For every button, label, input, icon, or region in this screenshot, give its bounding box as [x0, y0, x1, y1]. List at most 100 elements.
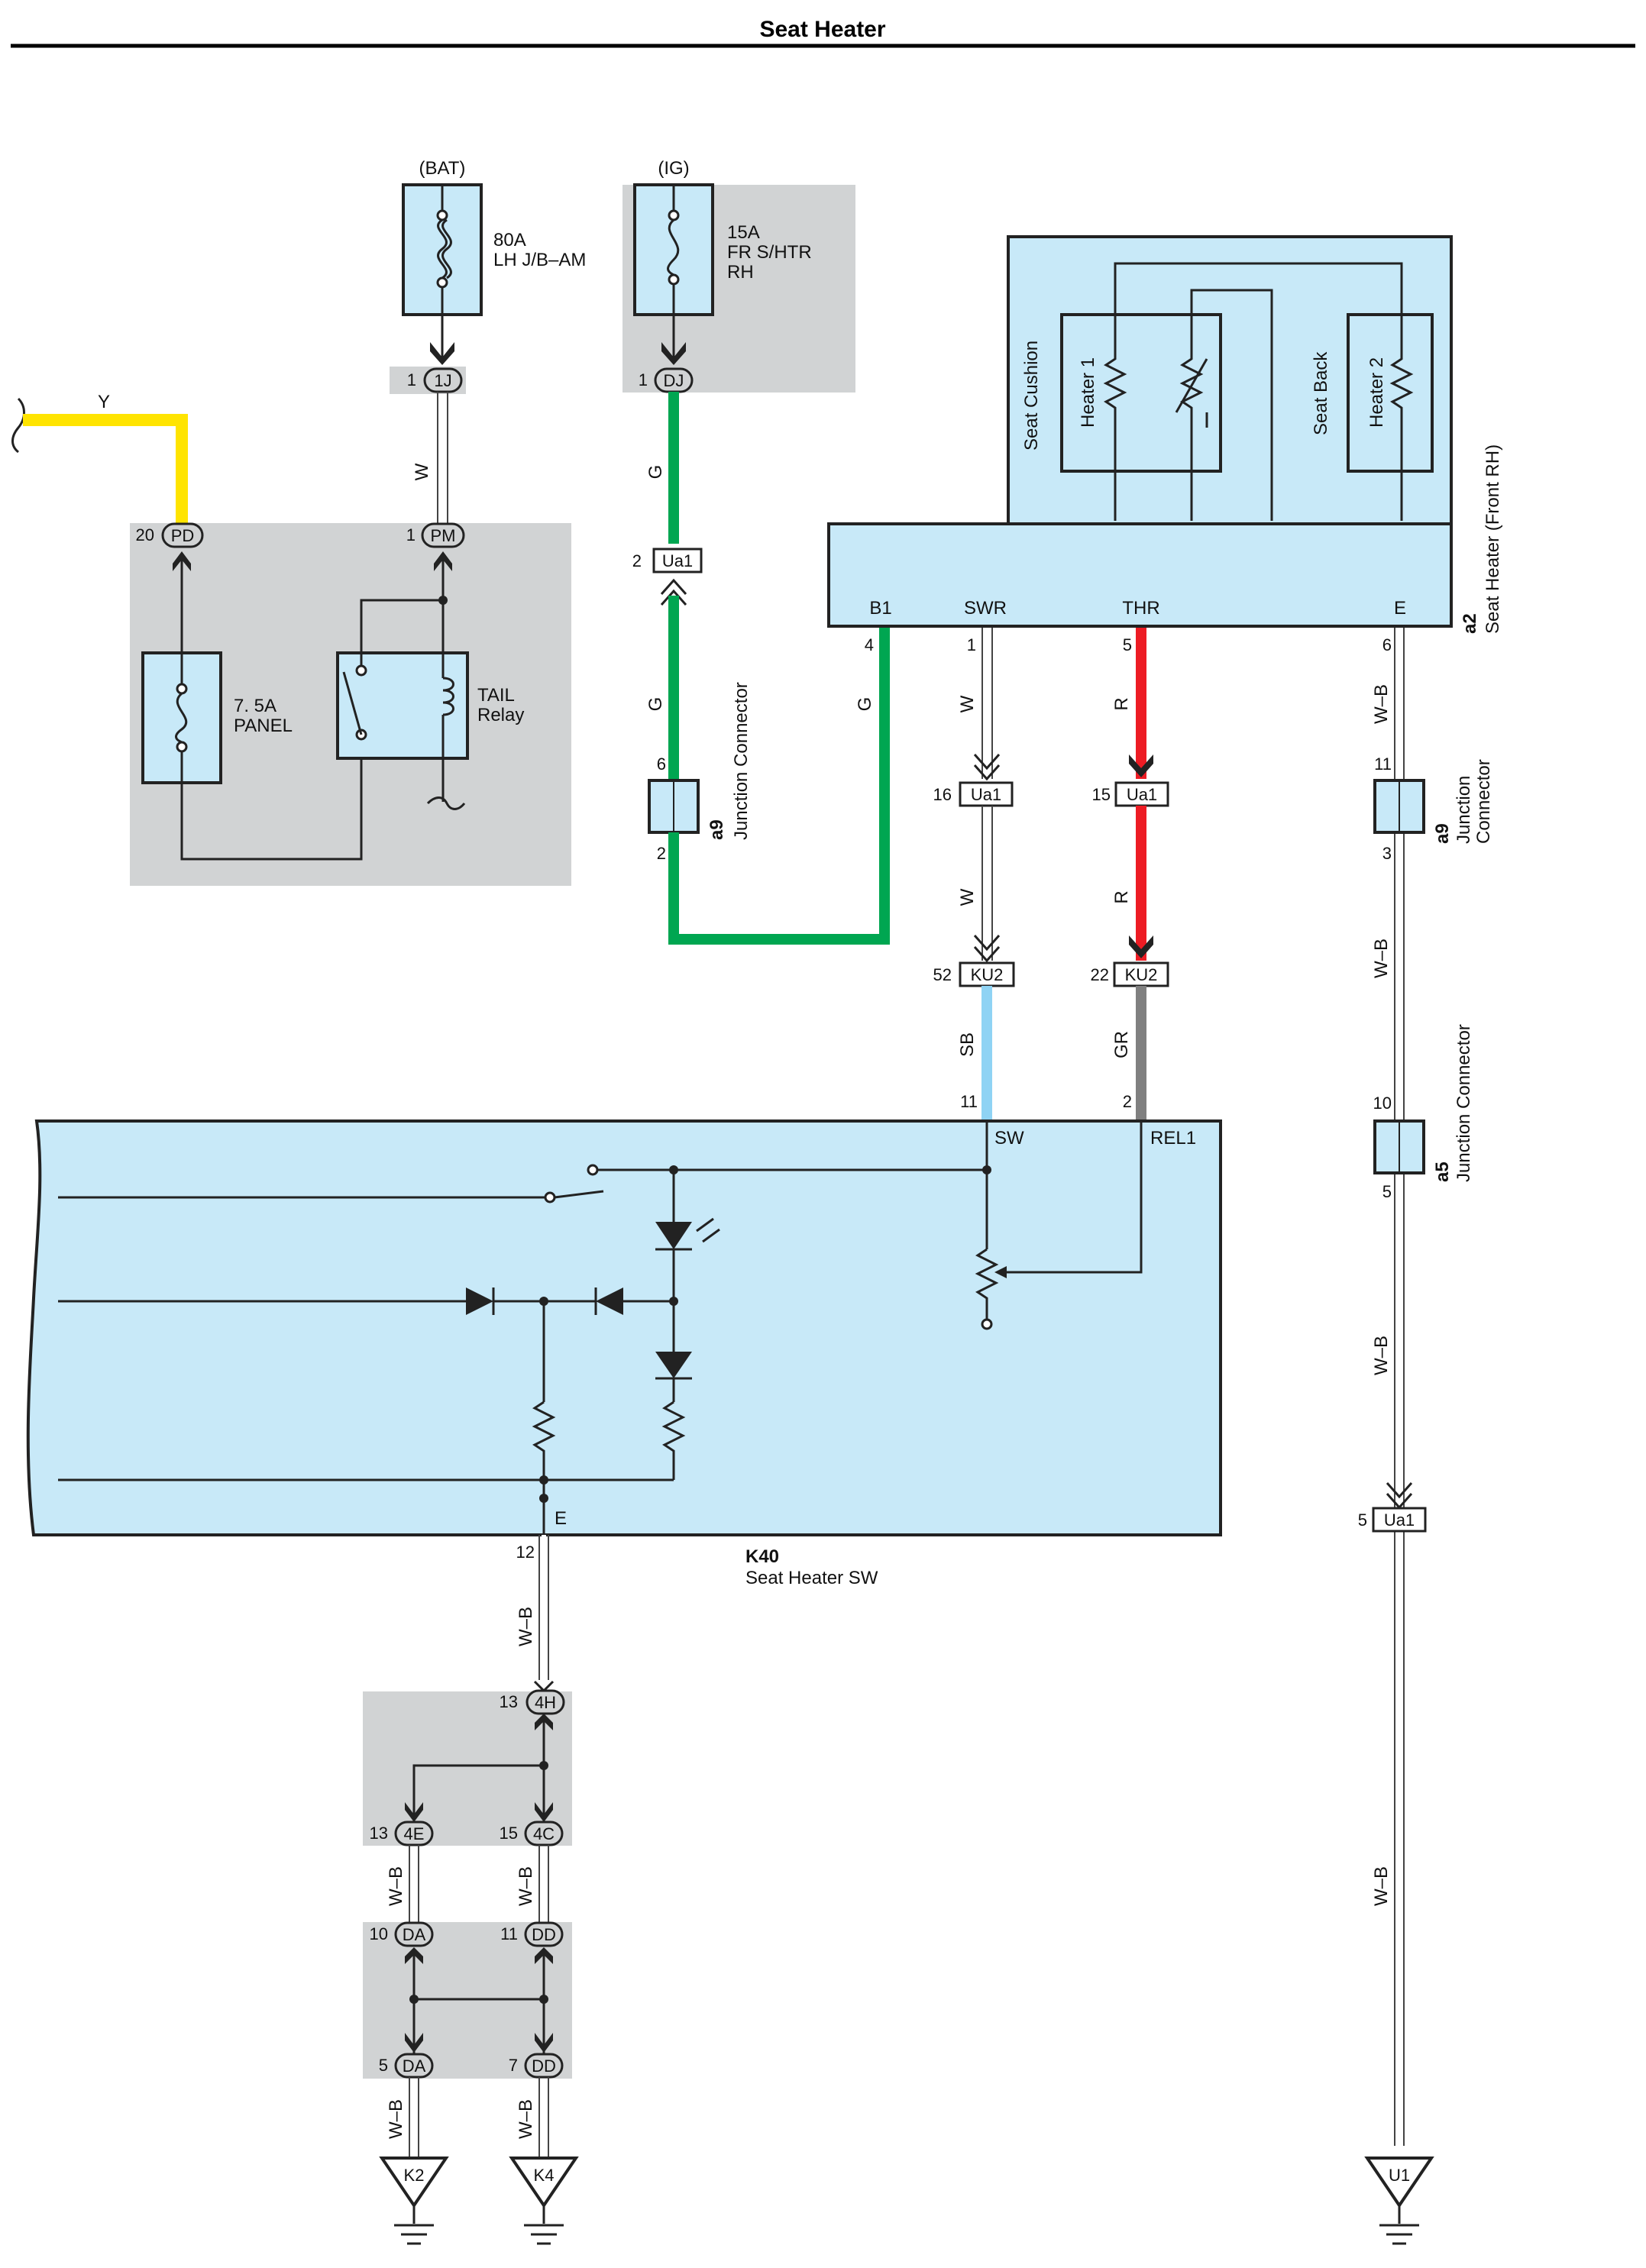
terminal-thr-pin: 5: [1123, 635, 1132, 654]
ground-u1: [1364, 2157, 1434, 2208]
ground-u1-label: U1: [1389, 2166, 1410, 2185]
wire-color-wb-k2: W–B: [386, 2099, 406, 2139]
connector-block-4h-shade: [363, 1691, 572, 1846]
fuse-80a-name: LH J/B–AM: [493, 250, 586, 270]
connector-dj-label: DJ: [664, 371, 684, 390]
wire-color-g-1: G: [645, 465, 666, 480]
connector-ua1-swr-pin: 16: [933, 785, 952, 804]
switch-rel1-label: REL1: [1150, 1128, 1196, 1149]
fuse-15a-side: RH: [727, 262, 754, 283]
connector-ua1-thr-label: Ua1: [1127, 785, 1157, 804]
connector-da-top: [394, 1921, 434, 1947]
diode-3: [655, 1352, 692, 1378]
seat-heater-name: Seat Heater (Front RH): [1483, 444, 1503, 634]
connector-4c: [524, 1821, 564, 1846]
connector-da-bot-label: DA: [403, 2056, 426, 2076]
switch-name: Seat Heater SW: [745, 1568, 878, 1588]
terminal-swr-pin: 1: [967, 635, 976, 654]
wire-color-wb-e-3: W–B: [1371, 1336, 1392, 1375]
potentiometer: [975, 1248, 999, 1320]
wire-color-wb-4e: W–B: [386, 1866, 406, 1906]
connector-da-top-pin: 10: [370, 1924, 388, 1943]
connector-ua1-swr: [959, 781, 1014, 807]
heater1-box: [1060, 313, 1222, 473]
connector-ku2-thr: [1113, 961, 1169, 987]
seat-heater-switch-k40: [26, 1119, 1222, 1536]
wire-color-r-2: R: [1111, 890, 1132, 903]
connector-ku2-swr-label: KU2: [971, 965, 1004, 984]
connector-ua1-a-label: Ua1: [662, 551, 693, 570]
heater2-label: Heater 2: [1366, 357, 1387, 428]
terminal-thr: THR: [1122, 598, 1159, 619]
fuse-panel-name: PANEL: [234, 716, 293, 736]
jc-a9-right-name-1: Junction: [1454, 776, 1474, 844]
seat-back-label: Seat Back: [1311, 351, 1331, 435]
relay-name-1: TAIL: [477, 685, 515, 706]
jc-a5-name: Junction Connector: [1454, 1024, 1474, 1182]
switch-sw-label: SW: [994, 1128, 1024, 1149]
connector-pm-label: PM: [431, 526, 456, 545]
wire-color-wb-k40: W–B: [516, 1607, 536, 1646]
connector-4h-pin: 13: [500, 1692, 518, 1711]
connector-4c-pin: 15: [500, 1824, 518, 1843]
led-indicator: [655, 1222, 692, 1249]
arrow-80a: [430, 342, 454, 365]
connector-da-top-label: DA: [403, 1925, 426, 1944]
connector-ua1-ground-pin: 5: [1358, 1510, 1367, 1530]
connector-dd-top-pin: 11: [500, 1924, 518, 1943]
relay-name-2: Relay: [477, 705, 524, 725]
wire-color-w-swr: W: [957, 695, 978, 712]
relay-coil: [442, 677, 454, 716]
connector-dd-bot-label: DD: [532, 2056, 556, 2076]
diode-1: [466, 1287, 493, 1315]
connector-pd: [161, 522, 204, 548]
connector-4h: [525, 1689, 565, 1715]
page-title: Seat Heater: [759, 17, 885, 42]
terminal-b1: B1: [869, 598, 891, 619]
wire-color-w-swr-2: W: [957, 888, 978, 906]
connector-4e: [394, 1821, 434, 1846]
connector-ku2-thr-label: KU2: [1125, 965, 1158, 984]
ground-k4: [509, 2157, 579, 2208]
connector-pd-pin: 20: [136, 525, 154, 544]
diode-2: [596, 1287, 623, 1315]
terminal-e: E: [1394, 598, 1406, 619]
resistor-2: [661, 1401, 686, 1480]
connector-ua1-a: [652, 548, 703, 573]
arrow-ua1-a: [660, 578, 687, 606]
connector-ua1-pin-2: 2: [632, 551, 642, 570]
connector-pm: [421, 522, 465, 548]
connector-dd-bot: [524, 2053, 564, 2079]
thermistor: [1179, 290, 1204, 521]
connector-pm-pin: 1: [406, 525, 416, 544]
switch-sw-pin: 11: [960, 1092, 978, 1111]
connector-pd-label: PD: [171, 526, 195, 545]
jc-a9-left-pin-top: 6: [657, 754, 666, 774]
wire-color-wb-e-1: W–B: [1371, 684, 1392, 724]
heater2-resistor: [1389, 315, 1414, 471]
jc-a9-left-name: Junction Connector: [731, 682, 752, 840]
seat-heater-terminal-block: [827, 522, 1453, 628]
connector-4c-label: 4C: [533, 1824, 555, 1843]
fuse-80a-rating: 80A: [493, 230, 526, 250]
connector-dd-bot-pin: 7: [509, 2056, 518, 2075]
wire-color-wb-e-4: W–B: [1371, 1866, 1392, 1906]
fuse-15a-element: [667, 218, 680, 276]
jc-a9-right-name-2: Connector: [1473, 759, 1494, 844]
wire-color-gr: GR: [1111, 1031, 1132, 1058]
jc-a9-left-code: a9: [707, 819, 727, 840]
ground-k2-label: K2: [404, 2166, 425, 2185]
resistor-1: [532, 1401, 556, 1480]
terminal-b1-pin: 4: [865, 635, 874, 654]
switch-e-label: E: [555, 1508, 567, 1529]
wire-break-y: [11, 397, 25, 454]
jc-a5-pin-top: 10: [1373, 1094, 1392, 1113]
jc-a5-pin-bottom: 5: [1382, 1182, 1392, 1201]
wire-color-wb-4c: W–B: [516, 1866, 536, 1906]
heater1-label: Heater 1: [1078, 357, 1098, 428]
connector-4e-label: 4E: [404, 1824, 425, 1843]
bat-label: (BAT): [419, 158, 466, 179]
ig-label: (IG): [658, 158, 689, 179]
wire-color-g-3: G: [855, 697, 875, 712]
connector-ku2-swr: [959, 961, 1015, 987]
